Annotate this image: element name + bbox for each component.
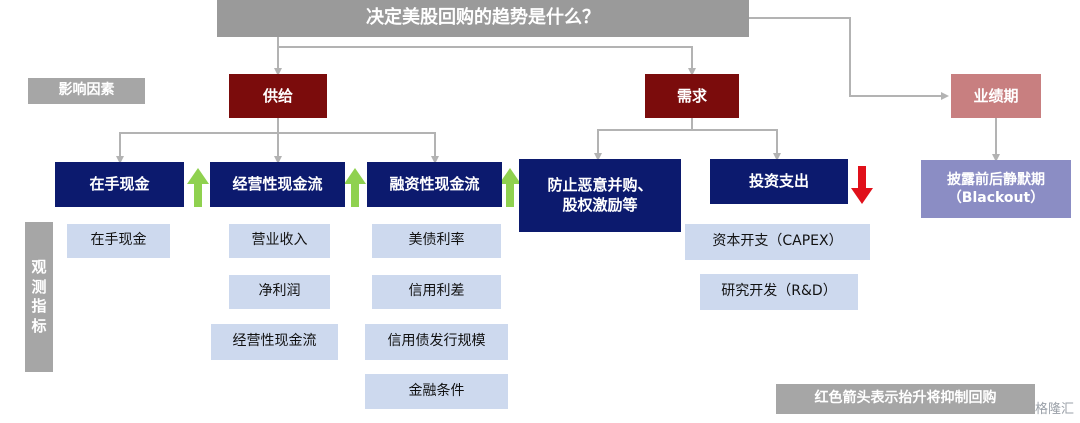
- indicator-box: 资本开支（CAPEX）: [685, 224, 870, 260]
- watermark-logo: 格隆汇: [1035, 398, 1074, 417]
- diagram-title: 决定美股回购的趋势是什么？: [217, 0, 749, 37]
- financing-cash-flow-node: 融资性现金流: [367, 162, 502, 207]
- title-to-earnings-connector: [749, 17, 949, 100]
- blackout-line: （Blackout）: [947, 190, 1045, 206]
- cash-on-hand-node: 在手现金: [55, 162, 184, 207]
- indicator-label-char: 指: [31, 297, 47, 315]
- supply-to-fincash-connector: [278, 132, 439, 164]
- indicator-box: 在手现金: [67, 224, 170, 258]
- investment-spending-node: 投资支出: [710, 159, 848, 204]
- legend-note: 红色箭头表示抬升将抑制回购: [776, 384, 1035, 414]
- anti-takeover-line: 防止恶意并购、: [547, 176, 653, 194]
- up-arrow-icon: [499, 168, 521, 207]
- blackout-node: 披露前后静默期 （Blackout）: [921, 160, 1071, 218]
- indicator-box: 经营性现金流: [211, 324, 338, 360]
- indicator-box: 金融条件: [365, 374, 508, 409]
- indicator-text: 资本开支（CAPEX）: [712, 233, 843, 250]
- legend-note-text: 红色箭头表示抬升将抑制回购: [814, 390, 997, 407]
- indicator-label: 观 测 指 标: [25, 222, 53, 372]
- demand-node-text: 需求: [676, 86, 707, 105]
- indicator-text: 金融条件: [408, 382, 465, 399]
- earnings-period-node-text: 业绩期: [973, 86, 1019, 105]
- indicator-label-char: 标: [31, 316, 47, 335]
- indicator-box: 营业收入: [229, 224, 330, 258]
- demand-to-invest-connector: [692, 129, 781, 161]
- indicator-text: 信用利差: [408, 283, 465, 300]
- indicator-box: 研究开发（R&D）: [700, 274, 858, 310]
- indicator-text: 营业收入: [251, 232, 308, 249]
- supply-node: 供给: [229, 74, 327, 118]
- demand-to-defense-connector: [594, 118, 693, 161]
- operating-cash-flow-node-text: 经营性现金流: [232, 175, 323, 194]
- factor-label-text: 影响因素: [58, 82, 115, 99]
- indicator-label-char: 测: [31, 277, 47, 296]
- cash-on-hand-node-text: 在手现金: [89, 175, 150, 194]
- supply-node-text: 供给: [262, 86, 293, 105]
- indicator-text: 信用债发行规模: [387, 333, 486, 350]
- down-arrow-icon: [851, 166, 873, 204]
- factor-label: 影响因素: [28, 78, 145, 104]
- anti-takeover-line: 股权激励等: [562, 195, 638, 214]
- demand-node: 需求: [645, 74, 739, 118]
- indicator-box: 净利润: [229, 275, 330, 309]
- indicator-text: 美债利率: [408, 232, 465, 249]
- indicator-box: 信用债发行规模: [365, 324, 508, 360]
- anti-takeover-node: 防止恶意并购、 股权激励等: [519, 159, 681, 232]
- indicator-box: 美债利率: [372, 224, 501, 258]
- watermark-text: 格隆汇: [1034, 402, 1074, 417]
- indicator-label-char: 观: [31, 258, 47, 276]
- diagram-title-text: 决定美股回购的趋势是什么？: [366, 7, 600, 29]
- indicator-text: 研究开发（R&D）: [721, 283, 837, 300]
- indicator-text: 净利润: [258, 283, 301, 300]
- up-arrow-icon: [187, 168, 209, 207]
- operating-cash-flow-node: 经营性现金流: [210, 162, 345, 207]
- title-to-demand-connector: [277, 37, 696, 76]
- up-arrow-icon: [344, 168, 366, 207]
- indicator-text: 在手现金: [90, 232, 147, 249]
- earnings-period-node: 业绩期: [951, 74, 1041, 118]
- blackout-line: 披露前后静默期: [947, 171, 1045, 188]
- investment-spending-node-text: 投资支出: [748, 172, 809, 191]
- indicator-text: 经营性现金流: [232, 333, 317, 350]
- supply-to-cash-connector: [116, 118, 279, 164]
- financing-cash-flow-node-text: 融资性现金流: [389, 175, 480, 194]
- indicator-box: 信用利差: [372, 275, 501, 309]
